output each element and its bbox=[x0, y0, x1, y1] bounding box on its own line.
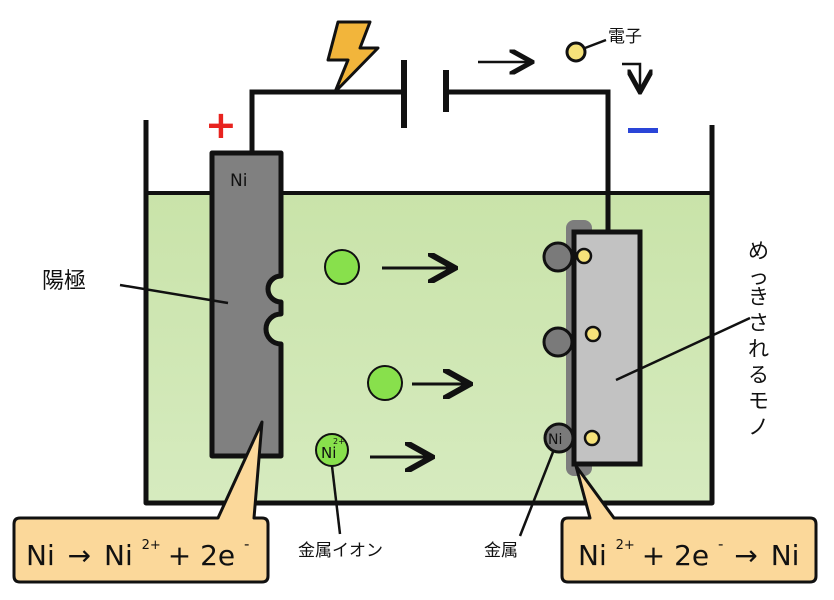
plated-object-label-char: れ bbox=[748, 337, 769, 361]
right-callout bbox=[560, 464, 818, 584]
lightning-icon bbox=[326, 20, 380, 94]
electron-down-arrow bbox=[622, 62, 640, 92]
metal-atom bbox=[542, 241, 574, 273]
ion-charge: 2+ bbox=[333, 437, 345, 446]
electron-dot bbox=[575, 247, 593, 265]
electron-legend-dot bbox=[565, 41, 587, 63]
plated-object-label-char: さ bbox=[748, 311, 769, 335]
plated-object-label-char: っ bbox=[748, 265, 769, 289]
anode-electrode bbox=[209, 150, 284, 459]
metal-ion-label: 金属イオン bbox=[298, 541, 383, 561]
plus-sign: + bbox=[205, 103, 237, 147]
electron-pointer bbox=[584, 38, 607, 50]
electron-dot bbox=[583, 429, 601, 447]
metal-atom-label: Ni bbox=[548, 432, 562, 448]
right-equation: Ni 2+ + 2e - → Ni bbox=[578, 523, 799, 572]
plated-object-pointer bbox=[615, 316, 751, 382]
left-callout bbox=[12, 420, 270, 584]
anode-pointer bbox=[119, 283, 229, 305]
minus-sign bbox=[628, 128, 658, 133]
beaker bbox=[143, 120, 715, 506]
plated-object-label-char: る bbox=[748, 363, 769, 387]
anode-tag: Ni bbox=[230, 171, 247, 191]
plated-object-label-char: ノ bbox=[748, 415, 769, 439]
cathode-object bbox=[571, 229, 643, 467]
plated-object-label-char: モ bbox=[748, 389, 769, 413]
metal-atom bbox=[542, 326, 574, 358]
ion bbox=[324, 249, 360, 285]
left-equation: Ni → Ni 2+ + 2e - bbox=[26, 523, 249, 572]
electron-dot bbox=[584, 325, 602, 343]
plated-object-label-char: き bbox=[748, 285, 769, 309]
plated-object-label-char: め bbox=[748, 239, 769, 263]
metal-label: 金属 bbox=[484, 541, 518, 561]
metal-ion-pointer bbox=[330, 465, 342, 535]
ion bbox=[367, 365, 403, 401]
wire bbox=[249, 89, 611, 230]
metal-pointer bbox=[518, 451, 555, 537]
electron-label: 電子 bbox=[608, 27, 642, 47]
anode-label: 陽極 bbox=[42, 269, 86, 294]
ion-label: Ni bbox=[321, 444, 336, 462]
metal-atom bbox=[543, 422, 575, 454]
